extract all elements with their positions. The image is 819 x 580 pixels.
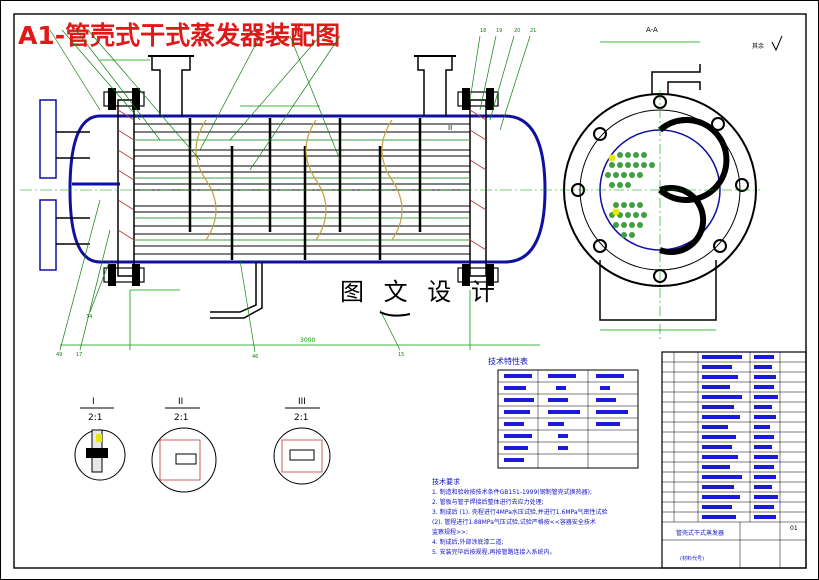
- roughness-symbol-icon: [771, 35, 783, 52]
- tech-req-heading: 技术要求: [432, 477, 460, 486]
- title-block: 管壳式干式蒸发器 01 (材料代号): [661, 351, 807, 569]
- technical-requirements: 技术要求 1. 制造和验收按技术条件GB151-1999(钢制管壳式换热器); …: [432, 477, 608, 556]
- main-view: 3000 34 49 17 46 15 18 19 20 21 II: [20, 28, 560, 360]
- left-tubesheet: [117, 99, 135, 277]
- tech-req-item: 2. 管板与管子焊接后整体进行去应力处理;: [432, 498, 544, 506]
- svg-text:2:1: 2:1: [88, 413, 102, 423]
- leader-label: 46: [252, 354, 258, 360]
- drawing-title: A1-管壳式干式蒸发器装配图: [18, 21, 340, 50]
- svg-text:2:1: 2:1: [294, 413, 308, 423]
- title-block-material-label: (材料代号): [680, 555, 704, 562]
- tech-table-title: 技术特性表: [488, 356, 528, 366]
- surface-roughness-note: 其余: [752, 42, 764, 50]
- tech-req-item: (2). 管程进行1.88MPa气压试验,试验严格按<<容器安全技术: [432, 518, 596, 526]
- tech-req-item: 3. 制成后 (1). 壳程进行4MPa水压试验,并进行1.6MPa气密性试验: [432, 508, 608, 516]
- side-view: A-A 其余: [560, 26, 783, 340]
- shell-outline: [68, 114, 547, 264]
- title-block-drawing-name: 管壳式干式蒸发器: [676, 529, 724, 537]
- watermark: 图 文 设 计: [340, 278, 501, 306]
- tech-characteristics-table: 技术特性表: [488, 356, 639, 469]
- tech-req-item: 1. 制造和验收按技术条件GB151-1999(钢制管壳式换热器);: [432, 488, 592, 496]
- detail-views: I 2:1 II 2:1 III 2:1: [74, 397, 331, 493]
- tech-req-item: 4. 制成后,外部涂底漆二道;: [432, 538, 504, 546]
- leader-label: 49: [56, 352, 62, 358]
- leader-label: 34: [86, 314, 92, 320]
- section-label-A-A: A-A: [646, 26, 658, 34]
- svg-text:I: I: [92, 397, 95, 407]
- section-mark-II: II: [448, 124, 452, 132]
- detail-I: I 2:1: [74, 397, 126, 481]
- detail-III: III 2:1: [273, 397, 331, 485]
- title-block-sheet-no: 01: [790, 525, 798, 532]
- svg-text:III: III: [298, 397, 306, 407]
- leader-label: 21: [530, 28, 536, 34]
- detail-II: II 2:1: [151, 397, 217, 493]
- leader-label: 15: [398, 352, 404, 358]
- leader-label: 19: [496, 28, 502, 34]
- right-tubesheet: [469, 99, 487, 277]
- svg-text:II: II: [178, 397, 183, 407]
- tech-req-item: 监察规程>>;: [432, 528, 468, 536]
- dimension-3000: 3000: [300, 337, 315, 344]
- leader-label: 20: [514, 28, 520, 34]
- inner-frame: [13, 13, 807, 569]
- tech-req-item: 5. 安装完毕后按规程,再按管路连接入系统内。: [432, 548, 556, 556]
- leader-label: 17: [76, 352, 82, 358]
- leader-label: 18: [480, 28, 486, 34]
- svg-text:2:1: 2:1: [174, 413, 188, 423]
